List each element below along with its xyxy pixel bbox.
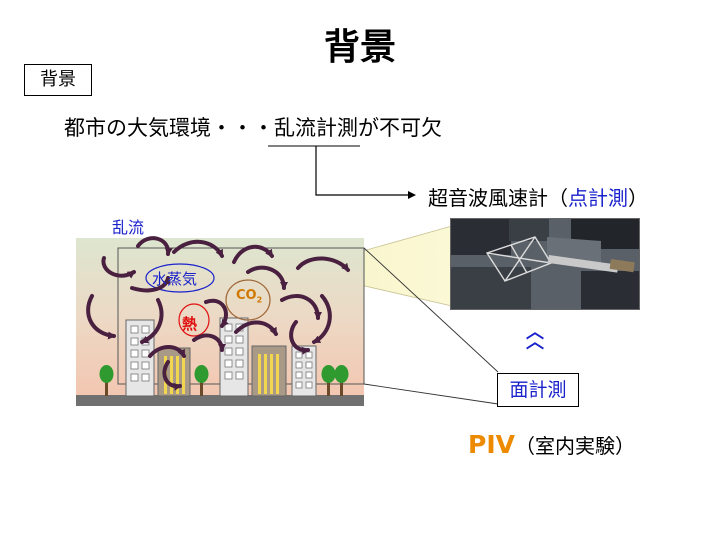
section-tag: 背景 — [24, 64, 92, 96]
sonic-close: ） — [628, 186, 648, 210]
co2-subscript: 2 — [256, 295, 263, 305]
lead-text: 都市の大気環境・・・乱流計測が不可欠 — [64, 116, 442, 140]
point-measure-label: 点計測 — [568, 186, 628, 210]
anemometer-photo-drawing — [451, 219, 639, 309]
piv-note: （室内実験） — [514, 434, 635, 458]
heat-label: 熱 — [182, 315, 198, 333]
building — [219, 317, 249, 397]
double-chevron-up-icon: ︿︿ — [526, 322, 544, 353]
area-measure-box: 面計測 — [497, 373, 579, 407]
building — [251, 345, 287, 397]
co2-text: CO — [236, 288, 257, 303]
building — [125, 319, 155, 397]
tree — [321, 365, 336, 396]
tree — [334, 365, 349, 396]
piv-label-group: PIV（室内実験） — [468, 430, 635, 459]
tree — [99, 365, 114, 396]
piv-label: PIV — [468, 430, 515, 459]
sonic-anemometer-photo — [450, 218, 640, 310]
co2-label: CO2 — [236, 288, 262, 305]
sonic-anemometer-label: 超音波風速計（点計測） — [428, 182, 648, 211]
vapor-label: 水蒸気 — [152, 270, 198, 288]
sonic-label: 超音波風速計（ — [428, 186, 568, 210]
turbulence-label: 乱流 — [112, 218, 145, 237]
tree — [194, 365, 209, 396]
building — [291, 345, 317, 397]
page-title: 背景 — [323, 27, 396, 68]
